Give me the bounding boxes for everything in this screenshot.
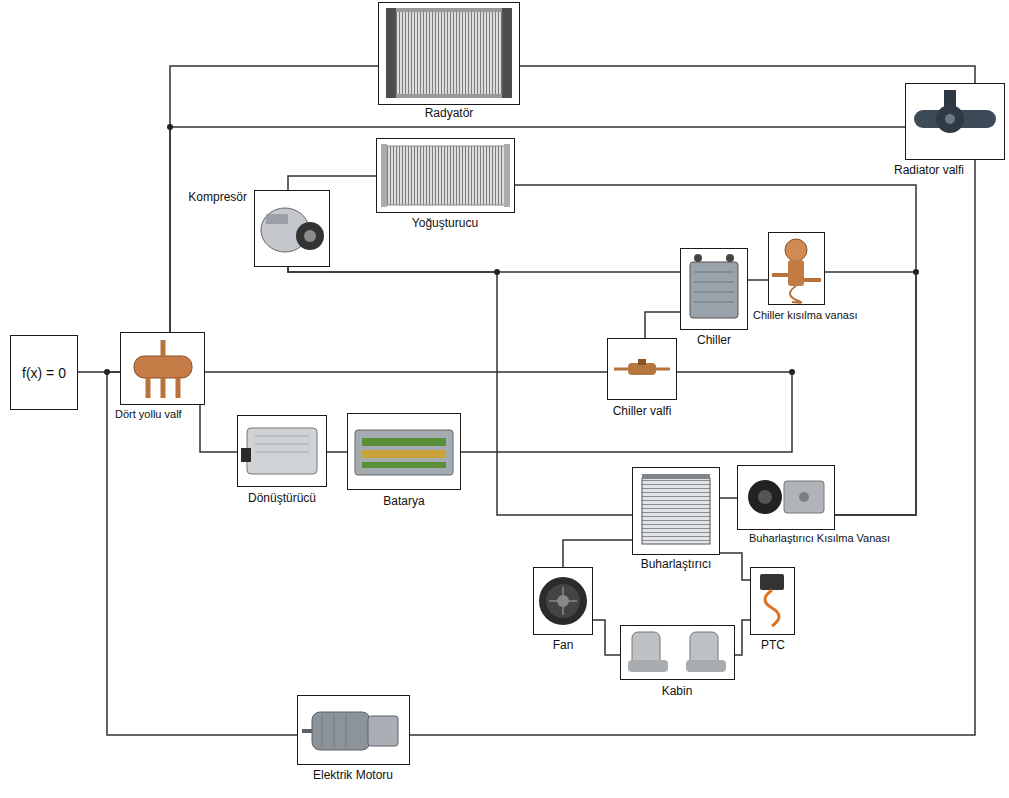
picture-frame (378, 2, 520, 105)
equation-text: f(x) = 0 (22, 366, 66, 380)
solver-ground (10, 335, 78, 410)
picture-frame (347, 413, 461, 490)
component-block: Radiator valfi (905, 83, 1005, 160)
coolant-line (593, 620, 620, 655)
coolant-line (748, 279, 768, 281)
radiator-valve-picture (905, 83, 1005, 160)
expansion-valve-picture (768, 232, 825, 305)
component-block: Radyatör (378, 2, 520, 105)
coolant-line (410, 160, 975, 735)
picture-frame (737, 465, 835, 530)
coolant-line (520, 66, 975, 83)
component-label: Buharlaştırıcı Kısılma Vanası (748, 532, 891, 545)
component-label: Dönüştürücü (247, 491, 317, 505)
component-block: Chiller kısılma vanası (768, 232, 825, 305)
component-block: Chiller (680, 248, 748, 330)
picture-frame (905, 83, 1005, 160)
component-label: Kabin (661, 684, 694, 698)
evaporator-picture (632, 467, 720, 555)
component-label: Kompresör (187, 190, 248, 204)
coolant-line (563, 540, 632, 567)
coolant-line (720, 497, 737, 499)
component-label: Fan (552, 638, 575, 652)
ptc-heater-picture (750, 567, 795, 635)
coolant-line (735, 620, 750, 655)
component-label: Radyatör (424, 106, 475, 120)
component-label: Chiller (696, 333, 732, 347)
picture-frame (768, 232, 825, 305)
component-label: Yoğuşturucu (411, 216, 479, 230)
component-label: Dört yollu valf (114, 408, 183, 421)
cabin-seat-picture (620, 625, 735, 680)
coolant-line (515, 185, 916, 515)
coolant-line (170, 127, 905, 332)
component-label: Chiller valfi (612, 404, 673, 418)
component-block: Dört yollu valf (120, 332, 205, 405)
condenser-picture (376, 138, 515, 213)
coolant-line (288, 267, 632, 515)
component-block: Chiller valfi (607, 338, 677, 400)
component-block: Dönüştürücü (237, 415, 327, 487)
radiator-picture (378, 2, 520, 105)
component-block: Elektrik Motoru (297, 695, 410, 765)
component-block: Yoğuşturucu (376, 138, 515, 213)
coolant-line (170, 66, 378, 332)
component-block: Fan (533, 567, 593, 635)
coolant-line (205, 371, 607, 373)
picture-frame (620, 625, 735, 680)
chiller-picture (680, 248, 748, 330)
component-block: Buharlaştırıcı Kısılma Vanası (737, 465, 835, 530)
component-block: f(x) = 0 (10, 335, 78, 410)
picture-frame (376, 138, 515, 213)
component-block: Batarya (347, 413, 461, 490)
picture-frame (120, 332, 205, 405)
picture-frame (750, 567, 795, 635)
component-label: Buharlaştırıcı (640, 557, 713, 571)
component-label: Chiller kısılma vanası (752, 309, 859, 322)
coolant-line (720, 553, 750, 580)
coolant-line (288, 176, 376, 190)
picture-frame (632, 467, 720, 555)
picture-frame (680, 248, 748, 330)
component-block: Buharlaştırıcı (632, 467, 720, 555)
fan-picture (533, 567, 593, 635)
picture-frame (607, 338, 677, 400)
component-block: PTC (750, 567, 795, 635)
chiller-valve-picture (607, 338, 677, 400)
picture-frame (297, 695, 410, 765)
coolant-line (200, 405, 237, 452)
picture-frame (254, 190, 330, 267)
coolant-line (645, 312, 680, 338)
coolant-line (327, 451, 347, 453)
picture-frame (533, 567, 593, 635)
component-label: Batarya (382, 494, 425, 508)
component-label: PTC (760, 638, 786, 652)
picture-frame (237, 415, 327, 487)
component-label: Elektrik Motoru (312, 768, 394, 782)
electric-motor-picture (297, 695, 410, 765)
component-label: Radiator valfi (893, 163, 965, 177)
component-block: Kompresör (254, 190, 330, 267)
battery-picture (347, 413, 461, 490)
converter-picture (237, 415, 327, 487)
junction-dots (104, 124, 919, 375)
compressor-picture (254, 190, 330, 267)
evaporator-valve-picture (737, 465, 835, 530)
equation-box: f(x) = 0 (10, 335, 78, 410)
component-block: Kabin (620, 625, 735, 680)
four-way-valve-picture (120, 332, 205, 405)
